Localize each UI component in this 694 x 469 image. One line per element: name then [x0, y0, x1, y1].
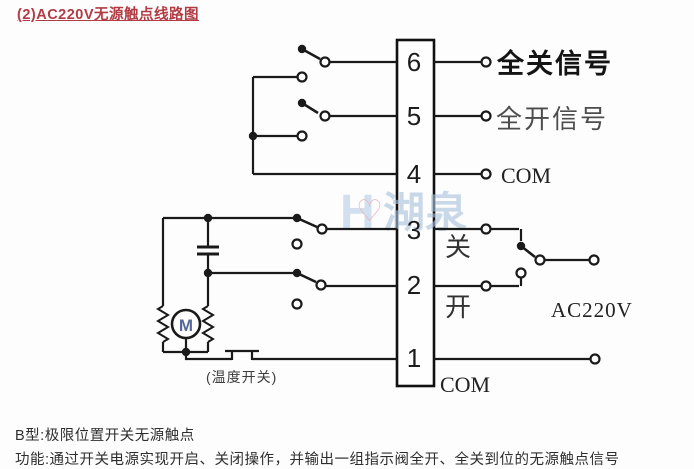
temperature-switch-icon	[225, 349, 259, 360]
watermark-heart-icon: ♡	[356, 195, 383, 228]
watermark-letter: H	[340, 186, 375, 239]
motor-icon: M	[170, 308, 202, 340]
page-title-link[interactable]: (2)AC220V无源触点线路图	[17, 7, 200, 23]
footer-type-line: B型:极限位置开关无源触点	[15, 428, 195, 444]
full-open-signal-label: 全开信号	[496, 104, 608, 134]
ac220v-label: AC220V	[551, 298, 633, 322]
full-close-signal-label: 全关信号	[496, 48, 613, 79]
com-bottom-label: COM	[440, 372, 490, 397]
terminal-3: 3	[407, 215, 421, 245]
terminal-2: 2	[407, 270, 421, 300]
terminal-numbers: 6 5 4 3 2 1	[407, 47, 421, 373]
open-label: 开	[445, 292, 471, 322]
terminal-block	[395, 38, 436, 388]
close-label: 关	[445, 232, 471, 262]
footer-function-line: 功能:通过开关电源实现开启、关闭操作，并输出一组指示阀全开、全关到位的无源触点信…	[15, 452, 620, 468]
terminal-4: 4	[407, 159, 421, 189]
wires	[161, 60, 590, 361]
temp-switch-label: (温度开关)	[206, 369, 277, 385]
motor-label: M	[179, 316, 193, 335]
contact-circles	[291, 56, 601, 365]
terminal-5: 5	[407, 101, 421, 131]
resistor-winding-icon	[156, 305, 215, 343]
terminal-1: 1	[407, 343, 421, 373]
com-top-label: COM	[501, 163, 551, 188]
terminal-6: 6	[407, 47, 421, 77]
junction-dots	[181, 44, 526, 357]
capacitor-icon	[197, 245, 219, 256]
